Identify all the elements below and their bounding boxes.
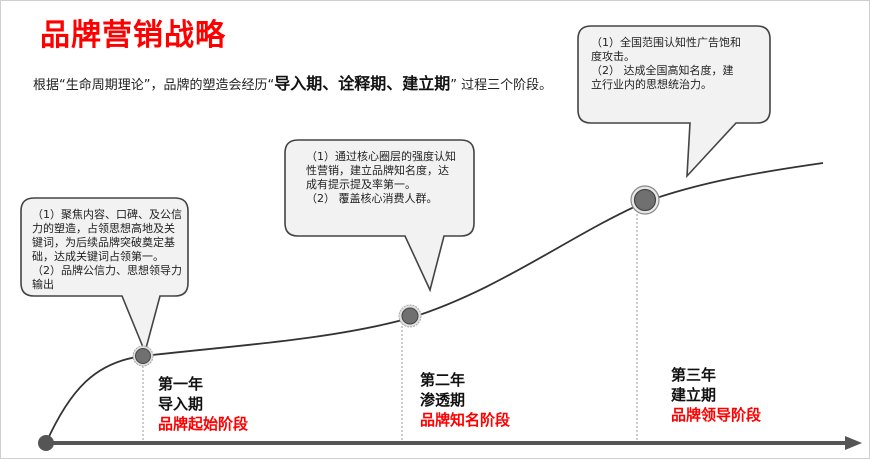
- intro-open-quote: “: [267, 78, 275, 93]
- stage-period: 渗透期: [420, 391, 466, 409]
- stage-year: 第三年: [671, 366, 717, 384]
- intro-text: 根据“生命周期理论”，品牌的塑造会经历“导入期、诠释期、建立期” 过程三个阶段。: [33, 70, 552, 94]
- stage-label-3: 第三年 建立期 品牌领导阶段: [671, 365, 761, 425]
- page-title: 品牌营销战略: [40, 18, 226, 53]
- stage-node-1: [132, 345, 154, 367]
- callout-line: 成有提示提及率第一。: [306, 178, 416, 191]
- callout-line: 础，达成关键词占领第一。: [32, 250, 164, 263]
- callout-line: （2）品牌公信力、思想领导力: [32, 264, 182, 277]
- intro-prefix: 根据“生命周期理论”，品牌的塑造会经历: [33, 78, 268, 93]
- callout-text-3: （1）全国范围认知性广告饱和 度攻击。 （2） 达成全国高知名度，建 立行业内的…: [591, 36, 761, 92]
- callout-line: 立行业内的思想统治力。: [591, 78, 712, 91]
- callout-bubble-1: [20, 197, 189, 355]
- stage-label-2: 第二年 渗透期 品牌知名阶段: [420, 370, 510, 430]
- callout-line: 度攻击。: [591, 50, 635, 63]
- callout-bubble-3: [577, 25, 771, 179]
- intro-suffix: 过程三个阶段。: [457, 78, 553, 93]
- stage-node-2: [398, 304, 422, 328]
- callout-text-1: （1）聚焦内容、口碑、及公信 力的塑造，占领思想高地及关 键词，为后续品牌突破奠…: [32, 208, 188, 292]
- timeline-arrow-icon: [845, 436, 862, 450]
- stage-phase: 品牌知名阶段: [420, 411, 511, 429]
- callout-bubble-2: [284, 139, 475, 293]
- stage-period: 建立期: [671, 386, 717, 404]
- stage-period: 导入期: [158, 395, 204, 413]
- stage-year: 第二年: [420, 371, 466, 389]
- callout-line: （1）全国范围认知性广告饱和: [591, 36, 741, 49]
- stage-label-1: 第一年 导入期 品牌起始阶段: [158, 374, 248, 434]
- callout-line: （2） 覆盖核心消费人群。: [306, 192, 438, 205]
- callout-line: 力的塑造，占领思想高地及关: [32, 222, 175, 235]
- stage-year: 第一年: [158, 375, 204, 393]
- intro-phases: 导入期、诠释期、建立期: [274, 74, 451, 93]
- callout-line: 键词，为后续品牌突破奠定基: [32, 236, 175, 249]
- start-node: [38, 435, 54, 451]
- callout-line: 输出: [32, 278, 54, 291]
- callout-line: （2） 达成全国高知名度，建: [591, 64, 734, 77]
- intro-close-quote: ”: [450, 78, 457, 93]
- stage-phase: 品牌领导阶段: [671, 406, 762, 424]
- callout-text-2: （1）通过核心圈层的强度认知 性营销，建立品牌知名度，达 成有提示提及率第一。 …: [306, 150, 468, 206]
- stage-node-3: [630, 185, 660, 215]
- callout-line: 性营销，建立品牌知名度，达: [306, 164, 449, 177]
- stage-phase: 品牌起始阶段: [158, 415, 249, 433]
- callout-line: （1）聚焦内容、口碑、及公信: [32, 208, 182, 221]
- callout-line: （1）通过核心圈层的强度认知: [306, 150, 456, 163]
